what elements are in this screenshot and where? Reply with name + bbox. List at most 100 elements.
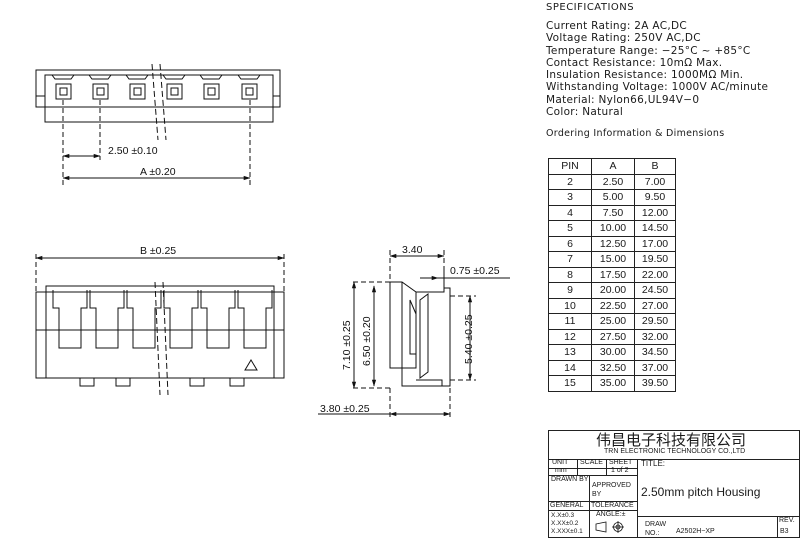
technical-drawing: 2.50 ±0.10 A ±0.20 B ±0.25 3.40 0.75 ±0.… (35, 63, 510, 420)
draw-number: A2502H−XP (676, 528, 715, 535)
rev-label: REV. (779, 517, 795, 524)
top-view-cavities (55, 83, 258, 100)
table-cell: 9 (548, 282, 592, 299)
table-cell: 13 (548, 344, 592, 361)
front-view (35, 281, 285, 396)
scale-label: SCALE (580, 459, 603, 466)
table-cell: 7.50 (591, 204, 635, 221)
table-cell: 27.50 (591, 328, 635, 345)
height-total-dimension: 7.10 ±0.25 (341, 320, 353, 370)
table-cell: 39.50 (634, 375, 676, 392)
table-cell: 15 (548, 375, 592, 392)
table-cell: 2.50 (591, 173, 635, 190)
wall-dimension: 0.75 ±0.25 (450, 265, 500, 277)
table-cell: 29.50 (634, 313, 676, 330)
table-cell: 3 (548, 189, 592, 206)
tolerance-label: TOLERANCE (591, 502, 634, 509)
table-cell: 20.00 (591, 282, 635, 299)
table-cell: 5.00 (591, 189, 635, 206)
title-value: 2.50mm pitch Housing (641, 485, 761, 499)
table-cell: 6 (548, 235, 592, 252)
tolerance-2: X.XX±0.2 (551, 520, 579, 527)
table-cell: 8 (548, 266, 592, 283)
sheet-label: SHEET (609, 459, 633, 466)
title-label: TITLE: (641, 459, 666, 468)
specifications-heading: SPECIFICATIONS (546, 2, 635, 13)
pitch-dimension: 2.50 ±0.10 (108, 145, 158, 157)
table-cell: 14.50 (634, 220, 676, 237)
table-cell: 10.00 (591, 220, 635, 237)
unit-value: mm (555, 467, 567, 474)
company-name-en: TRN ELECTRONIC TECHNOLOGY CO.,LTD (604, 448, 746, 455)
table-cell: 7 (548, 251, 592, 268)
table-cell: 12.00 (634, 204, 676, 221)
side-view (389, 281, 451, 387)
table-cell: 12 (548, 328, 592, 345)
spec-line: Contact Resistance: 10mΩ Max. (546, 56, 723, 69)
dimension-a: A ±0.20 (140, 166, 176, 178)
table-cell: 14 (548, 359, 592, 376)
table-cell: 15.00 (591, 251, 635, 268)
table-cell: 32.00 (634, 328, 676, 345)
table-header-row: PIN A B (548, 158, 676, 175)
table-cell: 2 (548, 173, 592, 190)
height-slot-dimension: 5.40 ±0.25 (463, 314, 475, 364)
specifications-list: Current Rating: 2A AC,DC Voltage Rating:… (546, 20, 768, 118)
table-cell: 5 (548, 220, 592, 237)
spec-line: Color: Natural (546, 106, 624, 119)
table-cell: 7.00 (634, 173, 676, 190)
rev-value: B3 (780, 528, 789, 535)
table-cell: 17.50 (591, 266, 635, 283)
unit-label: UNIT (552, 459, 569, 466)
table-cell: 22.50 (591, 297, 635, 314)
table-cell: 22.00 (634, 266, 676, 283)
column-header: B (634, 158, 676, 175)
table-cell: 19.50 (634, 251, 676, 268)
table-cell: 4 (548, 204, 592, 221)
spec-line: Material: Nylon66,UL94V−0 (546, 93, 700, 106)
approved-by-label: APPROVED BY (592, 482, 631, 498)
ordering-heading: Ordering Information & Dimensions (546, 128, 725, 139)
drawn-by-label: DRAWN BY (551, 476, 589, 483)
top-view (35, 63, 281, 141)
spec-line: Current Rating: 2A AC,DC (546, 20, 687, 32)
table-cell: 11 (548, 313, 592, 330)
company-name-cn: 伟昌电子科技有限公司 (596, 431, 747, 449)
column-header: PIN (548, 158, 592, 175)
table-cell: 24.50 (634, 282, 676, 299)
spec-line: Withstanding Voltage: 1000V AC/minute (546, 81, 769, 94)
spec-line: Voltage Rating: 250V AC,DC (546, 32, 701, 45)
table-cell: 17.00 (634, 235, 676, 252)
tolerance-1: X.X±0.3 (551, 512, 575, 519)
tolerance-3: X.XXX±0.1 (551, 528, 583, 535)
dimension-b: B ±0.25 (140, 245, 176, 257)
spec-line: Temperature Range: −25°C ~ +85°C (546, 44, 751, 57)
depth-dimension: 3.40 (402, 244, 423, 256)
base-dimension: 3.80 ±0.25 (320, 403, 370, 415)
spec-line: Insulation Resistance: 1000MΩ Min. (546, 69, 744, 82)
projection-symbol-icon (595, 521, 624, 533)
column-header: A (591, 158, 635, 175)
table-cell: 9.50 (634, 189, 676, 206)
table-cell: 34.50 (634, 344, 676, 361)
angle-label: ANGLE:± (596, 511, 626, 518)
table-cell: 35.00 (591, 375, 635, 392)
table-cell: 30.00 (591, 344, 635, 361)
draw-no-label: DRAW NO.: (645, 521, 667, 537)
table-cell: 32.50 (591, 359, 635, 376)
table-cell: 27.00 (634, 297, 676, 314)
table-cell: 12.50 (591, 235, 635, 252)
table-cell: 37.00 (634, 359, 676, 376)
